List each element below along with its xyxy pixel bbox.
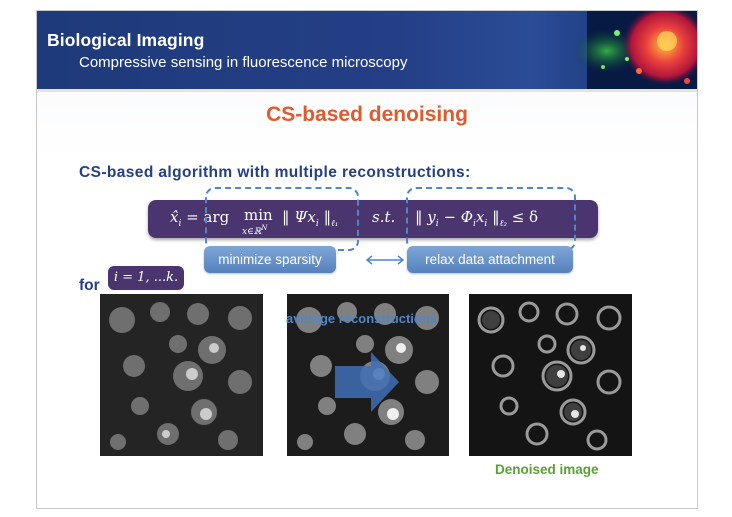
formula-leq: ≤ δ: [511, 208, 539, 226]
slide-header: Biological Imaging Compressive sensing i…: [37, 11, 697, 89]
data-dashed-box: [406, 187, 576, 251]
minus-phi: − Φ: [438, 208, 474, 226]
norm-close-2: ‖: [492, 208, 500, 226]
min-sup-text: N: [261, 224, 268, 232]
denoised-image-caption: Denoised image: [495, 462, 599, 477]
relax-data-attachment-pill: relax data attachment: [407, 246, 573, 273]
for-range-pill: i = 1, ...k.: [108, 266, 184, 290]
norm-open-2: ‖ y: [415, 208, 436, 226]
formula-sparsity-term: ‖ Ψxi ‖ℓ₁: [282, 208, 338, 229]
header-rule: [37, 89, 697, 92]
l1-sub: ℓ₁: [331, 219, 339, 229]
formula-lhs: x̂i = arg: [170, 208, 229, 229]
x-var: x: [475, 208, 485, 226]
formula-sub: i: [178, 219, 182, 229]
sub-i-3: i: [473, 219, 476, 229]
right-arrow-icon: [335, 352, 399, 412]
averaged-reconstruction-image: [287, 294, 449, 456]
norm-close-1: ‖: [323, 208, 332, 226]
double-arrow-icon: [365, 255, 405, 265]
formula-xhat: x̂: [170, 208, 179, 226]
for-label: for: [79, 277, 100, 294]
formula-min-sub: x∈ℝN: [242, 224, 267, 237]
sub-i-1: i: [315, 219, 319, 229]
header-title: Biological Imaging: [47, 30, 205, 50]
formula-data-term: ‖ yi − Φixi ‖ℓ₂ ≤ δ: [415, 208, 538, 229]
minimize-sparsity-pill: minimize sparsity: [204, 246, 336, 273]
min-sub-text: x∈ℝ: [242, 227, 262, 237]
section-heading: CS-based algorithm with multiple reconst…: [79, 164, 471, 181]
slide-title: CS-based denoising: [266, 103, 468, 126]
noisy-reconstruction-image: [100, 294, 263, 456]
formula-min: min: [244, 206, 273, 224]
sub-i-4: i: [484, 219, 488, 229]
header-subtitle: Compressive sensing in fluorescence micr…: [79, 54, 408, 71]
formula-st: s.t.: [372, 208, 396, 226]
fluorescence-cell-image: [572, 11, 697, 89]
sub-i-2: i: [435, 219, 439, 229]
formula-bar: [148, 200, 598, 238]
formula-eq: = arg: [186, 208, 230, 226]
l2-sub: ℓ₂: [499, 219, 507, 229]
average-reconstructions-caption: average reconstructions: [286, 311, 438, 326]
slide: Biological Imaging Compressive sensing i…: [36, 10, 698, 509]
denoised-image: [469, 294, 632, 456]
sparsity-dashed-box: [205, 187, 359, 251]
norm-open-1: ‖ Ψx: [282, 208, 316, 226]
